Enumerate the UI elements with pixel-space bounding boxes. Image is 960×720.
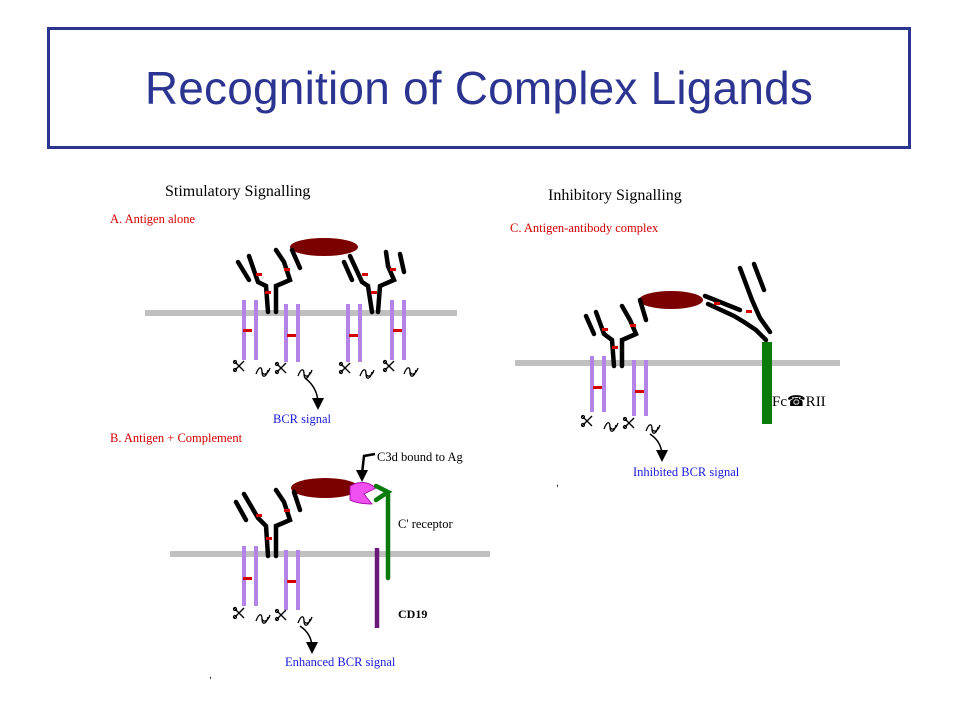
antigen-c <box>639 291 703 309</box>
antibody-a2 <box>341 249 407 315</box>
c3d-fragment <box>349 482 377 505</box>
page-title: Recognition of Complex Ligands <box>144 62 814 114</box>
complement-receptor <box>373 483 393 581</box>
title-box: Recognition of Complex Ligands <box>47 27 911 149</box>
phosphate-squiggle-icon <box>255 614 313 626</box>
membrane-b <box>170 551 490 557</box>
c3d-label: C3d bound to Ag <box>377 450 464 464</box>
panel-b-diagram: , <box>170 452 490 681</box>
panel-a-diagram <box>145 238 457 410</box>
panel-c-label: C. Antigen-antibody complex <box>510 221 659 235</box>
membrane-a <box>145 310 457 316</box>
stimulatory-heading: Stimulatory Signalling <box>165 183 310 200</box>
scissors-icon <box>232 606 287 622</box>
panel-a-signal: BCR signal <box>273 412 332 426</box>
antigen-a <box>290 238 358 256</box>
complement-receptor-label: C' receptor <box>398 517 453 531</box>
ig-alpha-beta-c <box>590 356 648 416</box>
panel-b-signal: Enhanced BCR signal <box>285 655 396 669</box>
svg-text:,: , <box>556 478 559 489</box>
antigen-b <box>291 478 359 498</box>
phosphate-squiggle-icon <box>603 422 661 434</box>
membrane-c <box>515 360 840 366</box>
antibody-a1 <box>235 247 303 315</box>
ig-alpha-beta-b <box>242 546 300 610</box>
inhibitory-heading: Inhibitory Signalling <box>548 187 682 204</box>
ig-alpha-beta-a <box>242 300 406 362</box>
svg-text:,: , <box>209 670 212 681</box>
panel-c-diagram: , <box>515 261 840 489</box>
panel-c-signal: Inhibited BCR signal <box>633 465 740 479</box>
cd19-label: CD19 <box>398 607 427 621</box>
scissors-icon <box>580 414 635 430</box>
antibody-c1 <box>583 297 649 369</box>
panel-a-label: A. Antigen alone <box>110 212 196 226</box>
antibody-c2 <box>702 261 773 343</box>
panel-b-label: B. Antigen + Complement <box>110 431 243 445</box>
antibody-b1 <box>233 487 303 559</box>
fc-receptor-label: Fc☎RII <box>772 394 826 410</box>
